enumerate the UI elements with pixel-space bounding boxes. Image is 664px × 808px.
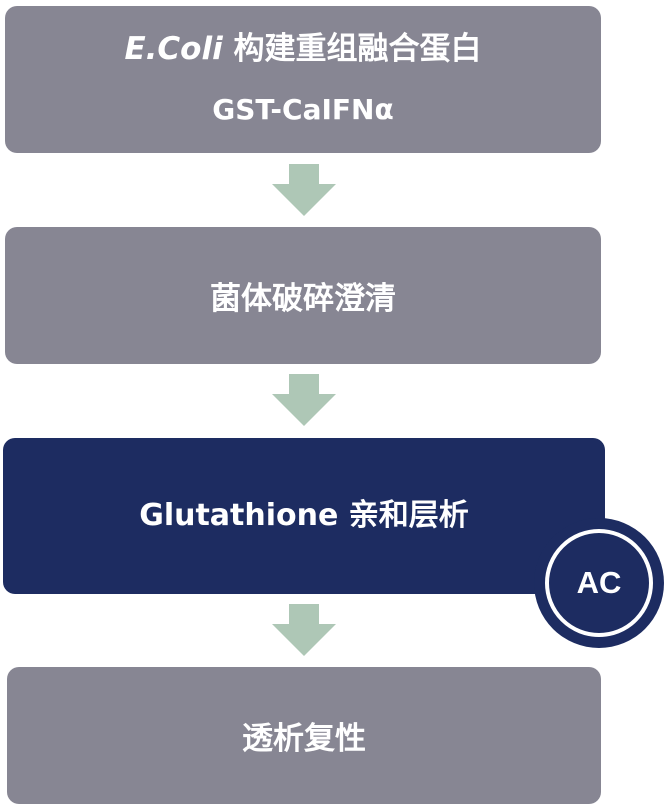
ac-badge: AC <box>534 518 664 648</box>
step-1-subtitle: GST-CaIFNα <box>212 93 394 126</box>
step-1-title: E.Coli 构建重组融合蛋白 <box>124 28 481 70</box>
step-dialysis-refolding: 透析复性 <box>7 667 601 804</box>
step-cell-lysis-clarification: 菌体破碎澄清 <box>5 227 601 364</box>
step-affinity-chromatography: Glutathione 亲和层析 <box>3 438 605 594</box>
down-arrow-icon <box>272 164 336 216</box>
step-3-title: Glutathione 亲和层析 <box>139 498 469 533</box>
step-construct-fusion-protein: E.Coli 构建重组融合蛋白 GST-CaIFNα <box>5 6 601 153</box>
step-1-organism: E.Coli <box>124 31 223 67</box>
step-2-title: 菌体破碎澄清 <box>210 281 396 317</box>
down-arrow-icon <box>272 374 336 426</box>
down-arrow-icon <box>272 604 336 656</box>
ac-badge-label: AC <box>545 529 653 637</box>
step-1-title-text: 构建重组融合蛋白 <box>222 31 482 67</box>
step-4-title: 透析复性 <box>242 721 366 757</box>
